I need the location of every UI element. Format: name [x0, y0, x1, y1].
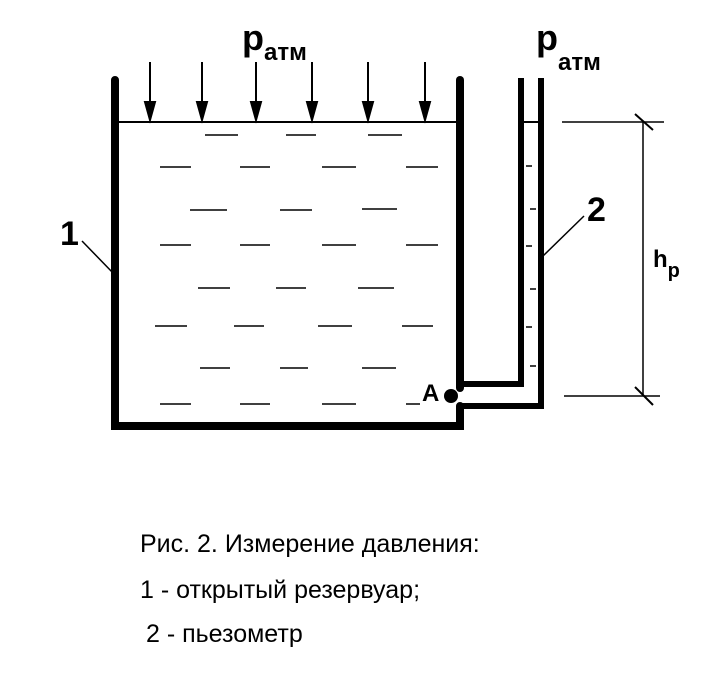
- open-reservoir: [111, 76, 464, 430]
- dimension-tick-top: [634, 113, 654, 131]
- piezometer-hatching: [526, 165, 536, 367]
- pressure-arrow: [195, 62, 209, 124]
- reservoir-walls: [111, 76, 464, 430]
- vessel-number-label: 1: [60, 215, 79, 253]
- piezometer-inner-wall: [460, 78, 524, 387]
- pressure-arrow: [143, 62, 157, 124]
- tube-pressure-label: pатм: [536, 17, 601, 76]
- pressure-arrow: [305, 62, 319, 124]
- tube-number-label: 2: [587, 191, 606, 229]
- pressure-arrows: [143, 62, 432, 124]
- vessel-leader-line: [81, 240, 115, 275]
- dimension-tick-bottom: [634, 386, 654, 406]
- point-a-marker: [444, 389, 458, 403]
- pressure-arrow: [418, 62, 432, 124]
- piezometer: [460, 78, 544, 409]
- point-a-label: A: [422, 380, 439, 407]
- figure-caption-title: Рис. 2. Измерение давления:: [140, 530, 480, 558]
- figure-caption-item-2: 2 - пьезометр: [146, 620, 303, 648]
- height-dimension: [562, 113, 664, 406]
- liquid-hatching: [155, 134, 438, 405]
- pressure-arrow: [249, 62, 263, 124]
- tube-leader-line: [542, 215, 585, 257]
- pressure-arrow: [361, 62, 375, 124]
- height-label: hр: [653, 246, 680, 282]
- top-pressure-label: pатм: [242, 17, 307, 66]
- piezometer-outer-wall: [460, 78, 544, 409]
- figure-caption-item-1: 1 - открытый резервуар;: [140, 576, 421, 604]
